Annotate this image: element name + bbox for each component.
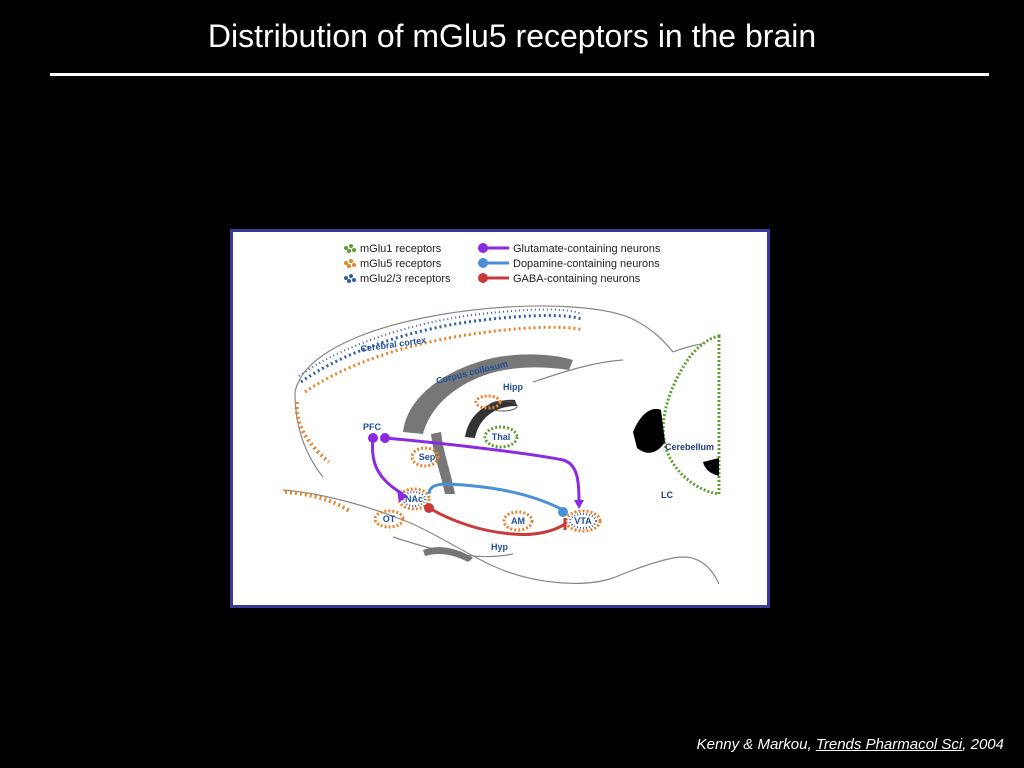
mglu5-legend-label: mGlu5 receptors <box>360 258 442 270</box>
nac-arrowhead <box>397 490 408 502</box>
hipp-receptor-cluster <box>474 394 502 410</box>
gaba-legend-label: GABA-containing neurons <box>513 273 641 285</box>
slide-title: Distribution of mGlu5 receptors in the b… <box>207 18 817 54</box>
corpus-callosum-label: Corpus collosum <box>435 358 509 385</box>
sep-label: Sep <box>419 452 436 462</box>
vta-label: VTA <box>574 516 592 526</box>
am-receptor-cluster: AM <box>502 510 534 532</box>
pfc-label: PFC <box>363 422 382 432</box>
vta-arrowhead <box>574 500 584 509</box>
citation-authors: Kenny & Markou, <box>696 736 816 753</box>
legend-neurons: Glutamate-containing neurons Dopamine-co… <box>478 243 661 285</box>
nac-receptor-cluster: NAc <box>397 487 431 511</box>
gaba-pathway <box>424 503 567 536</box>
title-divider <box>50 73 989 76</box>
cortex-mglu5-dots <box>284 325 584 514</box>
nac-to-vta-gaba-path <box>428 506 566 536</box>
gaba-legend-dot <box>478 273 488 283</box>
mglu5-legend-icon <box>344 259 356 268</box>
citation-journal-link[interactable]: Trends Pharmacol Sci <box>815 736 963 753</box>
brain-diagram-figure: mGlu1 receptors mGlu5 receptors mGlu2/3 … <box>230 229 770 608</box>
mglu1-legend-label: mGlu1 receptors <box>360 243 442 255</box>
hyp-label: Hyp <box>491 542 509 552</box>
thal-receptor-cluster: Thal <box>483 425 519 449</box>
dopamine-pathway <box>427 482 568 517</box>
pfc-neuron-dot-1 <box>368 433 378 443</box>
pfc-to-vta-path <box>384 436 581 503</box>
mglu1-legend-icon <box>344 244 356 253</box>
nac-label: NAc <box>405 494 423 504</box>
cerebellum-shape <box>633 334 721 496</box>
ot-receptor-cluster: OT <box>373 509 405 529</box>
lc-label: LC <box>661 490 673 500</box>
am-label: AM <box>511 516 525 526</box>
glutamate-pathway <box>371 436 581 503</box>
citation-year: , 2004 <box>962 736 1004 753</box>
nac-gaba-dot <box>424 503 434 513</box>
pfc-neuron-dot-2 <box>380 433 390 443</box>
mglu23-legend-label: mGlu2/3 receptors <box>360 273 451 285</box>
thal-label: Thal <box>492 432 511 442</box>
dopamine-legend-dot <box>478 258 488 268</box>
citation: Kenny & Markou, Trends Pharmacol Sci, 20… <box>697 736 1004 753</box>
glutamate-legend-dot <box>478 243 488 253</box>
ventral-structure-shape <box>423 547 473 562</box>
ot-label: OT <box>383 514 396 524</box>
corpus-callosum-shape <box>403 354 573 494</box>
hipp-label: Hipp <box>503 382 523 392</box>
legend-receptors: mGlu1 receptors mGlu5 receptors mGlu2/3 … <box>344 243 451 285</box>
pfc-to-nac-path <box>371 437 404 496</box>
glutamate-legend-label: Glutamate-containing neurons <box>513 243 661 255</box>
cerebellum-label: Cerebellum <box>665 442 714 452</box>
brain-diagram: mGlu1 receptors mGlu5 receptors mGlu2/3 … <box>282 243 721 585</box>
sep-receptor-cluster: Sep <box>410 446 440 468</box>
cerebral-cortex-label: Cerebral cortex <box>360 335 427 354</box>
vta-to-nac-path <box>427 482 564 512</box>
dopamine-legend-label: Dopamine-containing neurons <box>513 258 660 270</box>
cortex-mglu23-dots <box>298 308 584 384</box>
hippocampus-shape <box>465 399 518 438</box>
mglu23-legend-icon <box>344 274 356 283</box>
vta-receptor-cluster: VTA <box>564 509 602 533</box>
vta-dopamine-dot <box>558 507 568 517</box>
